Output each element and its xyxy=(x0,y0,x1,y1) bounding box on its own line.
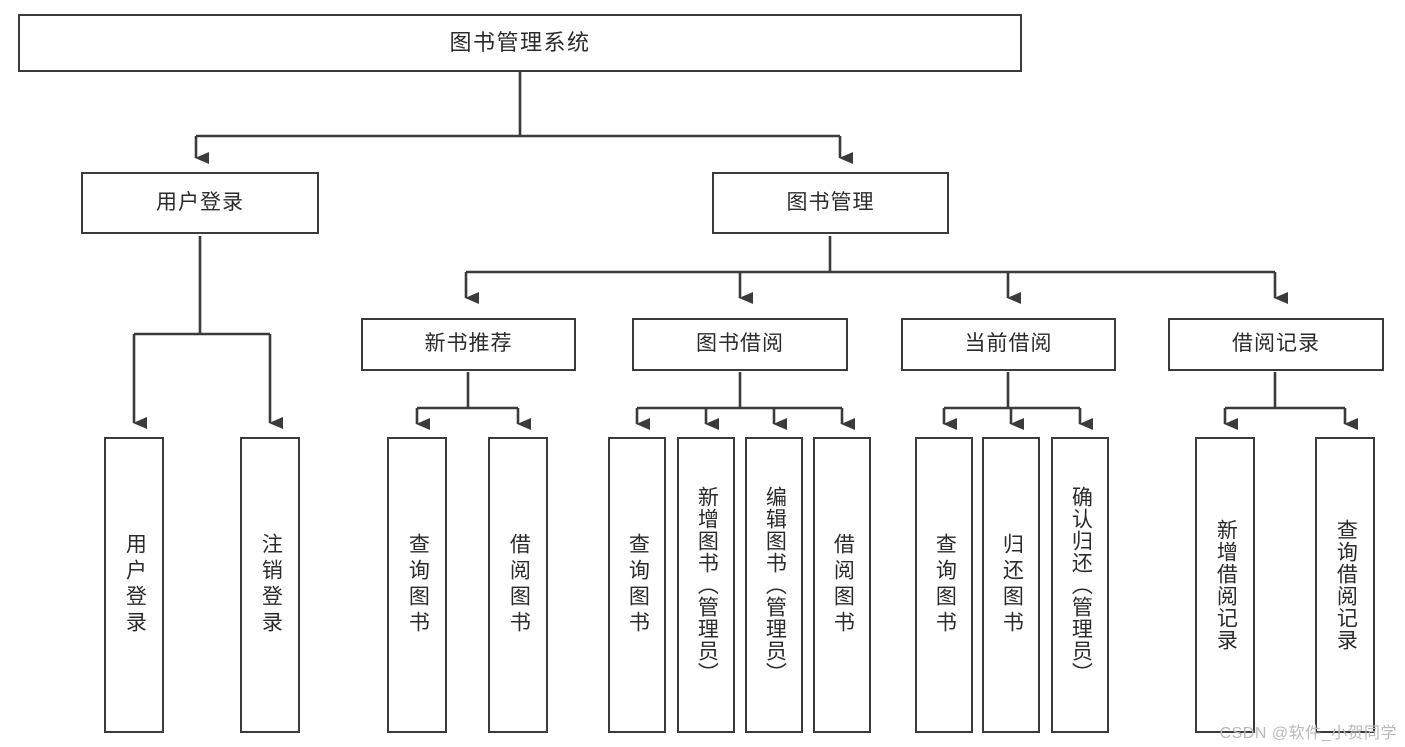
leaf-book-borrow-edit-admin[interactable]: 编辑图书（管理员） xyxy=(745,437,803,733)
leaf-current-borrow-confirm-admin[interactable]: 确认归还（管理员） xyxy=(1051,437,1109,733)
leaf-new-book-query[interactable]: 查询图书 xyxy=(387,437,447,733)
leaf-book-borrow-add-admin[interactable]: 新增图书（管理员） xyxy=(677,437,735,733)
node-book-management[interactable]: 图书管理 xyxy=(712,172,949,234)
node-current-borrow[interactable]: 当前借阅 xyxy=(901,318,1116,371)
leaf-book-borrow-query[interactable]: 查询图书 xyxy=(608,437,666,733)
leaf-user-login-logout[interactable]: 注销登录 xyxy=(240,437,300,733)
node-user-login[interactable]: 用户登录 xyxy=(81,172,319,234)
node-borrow-record[interactable]: 借阅记录 xyxy=(1168,318,1384,371)
leaf-borrow-record-add[interactable]: 新增借阅记录 xyxy=(1195,437,1255,733)
leaf-user-login-login[interactable]: 用户登录 xyxy=(104,437,164,733)
leaf-current-borrow-query[interactable]: 查询图书 xyxy=(915,437,973,733)
node-root-book-management-system[interactable]: 图书管理系统 xyxy=(18,14,1022,72)
node-new-book-recommend[interactable]: 新书推荐 xyxy=(361,318,576,371)
leaf-current-borrow-return[interactable]: 归还图书 xyxy=(982,437,1040,733)
leaf-book-borrow-borrow[interactable]: 借阅图书 xyxy=(813,437,871,733)
node-book-borrow[interactable]: 图书借阅 xyxy=(632,318,848,371)
leaf-borrow-record-query[interactable]: 查询借阅记录 xyxy=(1315,437,1375,733)
leaf-new-book-borrow[interactable]: 借阅图书 xyxy=(488,437,548,733)
